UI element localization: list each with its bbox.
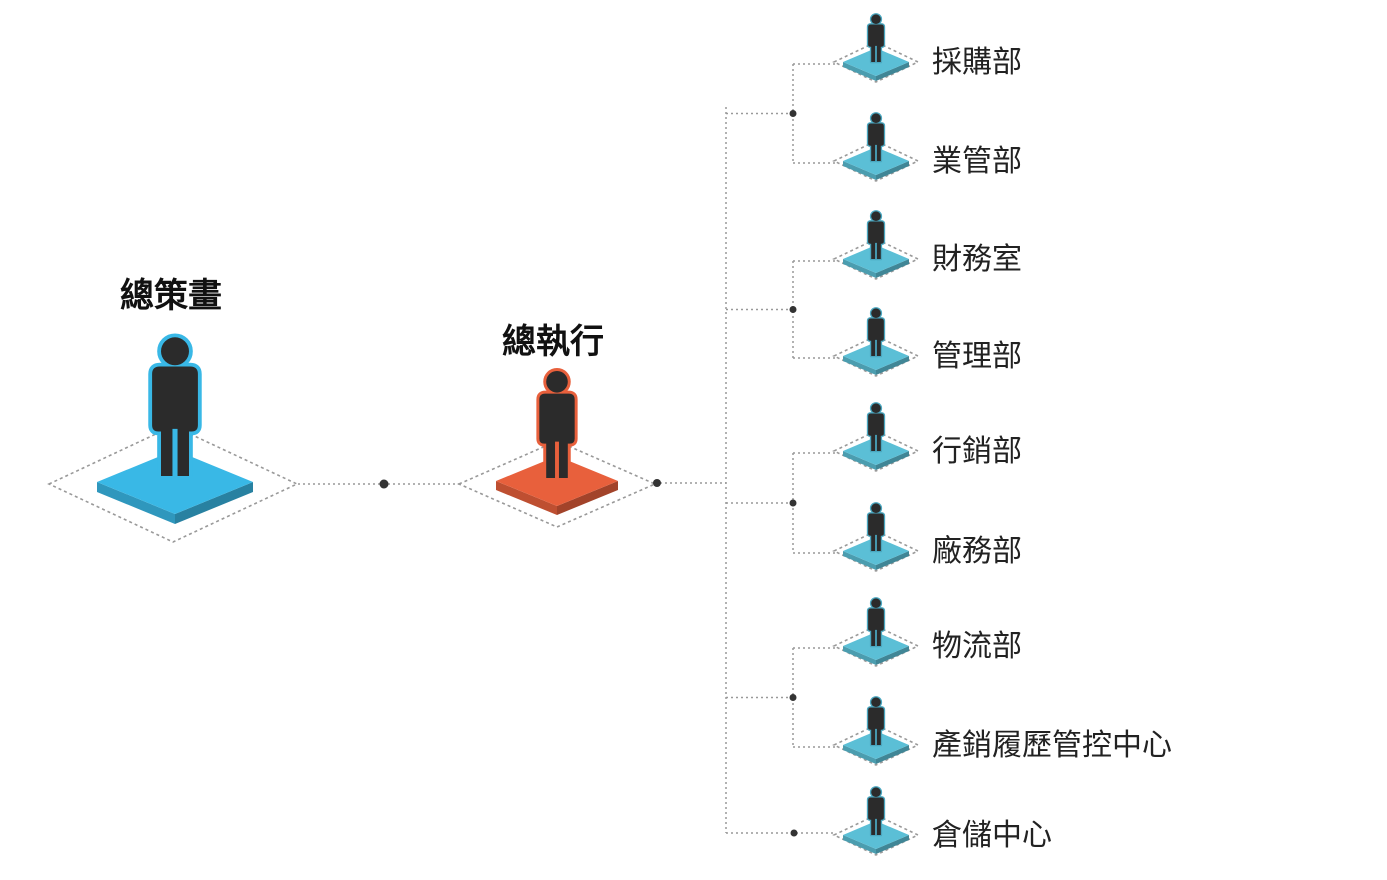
department-person-icon	[866, 307, 886, 358]
department-person-icon	[866, 402, 886, 453]
department-label: 物流部	[932, 629, 1022, 664]
executive-person-icon	[536, 368, 578, 481]
department-outline-diamond	[832, 530, 920, 572]
junction-dot	[789, 306, 797, 313]
executive-label: 總執行	[502, 322, 604, 362]
planner-outline-diamond	[47, 425, 299, 543]
department-outline-diamond	[832, 41, 920, 83]
junction-dot	[653, 479, 661, 487]
department-person-icon	[866, 597, 886, 648]
department-person-icon	[866, 502, 886, 553]
executive-platform	[496, 456, 618, 515]
department-outline-diamond	[832, 238, 920, 280]
department-person-icon	[866, 696, 886, 747]
junction-dot	[790, 829, 798, 837]
planner-label: 總策畫	[120, 276, 222, 316]
department-outline-diamond	[832, 140, 920, 182]
junction-dot	[789, 499, 797, 507]
department-outline-diamond	[832, 335, 920, 377]
department-person-icon	[866, 112, 886, 163]
department-person-icon	[866, 13, 886, 64]
department-label: 產銷履歷管控中心	[932, 728, 1172, 763]
department-outline-diamond	[832, 625, 920, 667]
executive-outline-diamond	[457, 440, 657, 528]
department-outline-diamond	[832, 724, 920, 766]
junction-dot	[789, 110, 797, 117]
department-label: 財務室	[932, 242, 1022, 277]
department-label: 行銷部	[932, 434, 1022, 469]
planner-platform	[97, 450, 253, 524]
department-person-icon	[866, 210, 886, 261]
department-outline-diamond	[832, 430, 920, 472]
junction-dot	[789, 694, 797, 701]
department-label: 倉儲中心	[932, 818, 1052, 853]
planner-person-icon	[148, 333, 202, 480]
department-label: 廠務部	[932, 534, 1022, 569]
department-label: 管理部	[932, 339, 1022, 374]
junction-dot	[379, 479, 389, 489]
department-outline-diamond	[832, 814, 920, 856]
department-label: 採購部	[932, 45, 1022, 80]
department-person-icon	[866, 786, 886, 837]
department-label: 業管部	[932, 144, 1022, 179]
